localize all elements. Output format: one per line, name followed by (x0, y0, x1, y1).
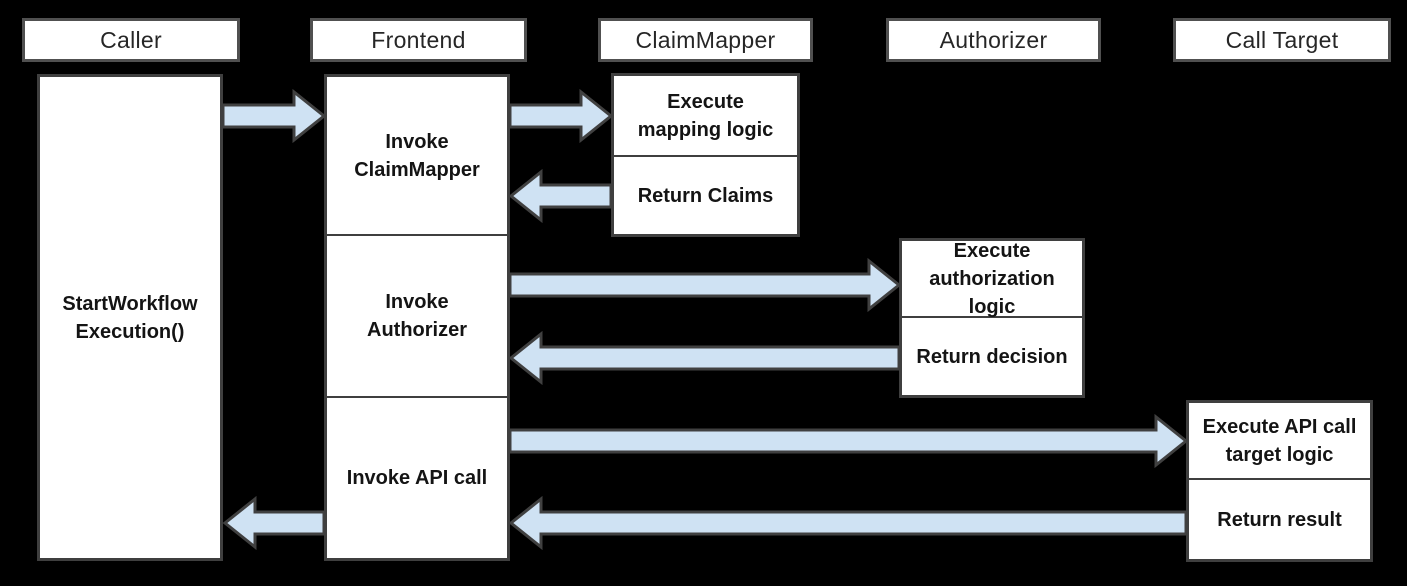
caller-activation-box: StartWorkflow Execution() (37, 74, 223, 561)
arrow-claimmapper-return-to-frontend (508, 168, 613, 224)
caller-step-label: StartWorkflow Execution() (62, 292, 198, 343)
arrow-frontend-to-authorizer (508, 257, 902, 313)
claimmapper-return-label: Return Claims (637, 184, 774, 207)
frontend-activation-box: Invoke ClaimMapper Invoke Authorizer Inv… (324, 74, 510, 561)
frontend-step-invoke-api-call: Invoke API call (346, 467, 488, 489)
column-header-authorizer: Authorizer (886, 18, 1101, 62)
arrow-caller-to-frontend (221, 88, 327, 144)
column-header-calltarget: Call Target (1173, 18, 1391, 62)
calltarget-activation-box: Execute API call target logic Return res… (1186, 400, 1373, 562)
arrow-calltarget-return-to-frontend (508, 495, 1188, 551)
frontend-step-invoke-claimmapper: Invoke ClaimMapper (327, 77, 507, 236)
column-header-caller: Caller (22, 18, 240, 62)
authorizer-activation-box: Execute authorization logic Return decis… (899, 238, 1085, 398)
claimmapper-execute-label: Execute mapping logic (614, 76, 797, 157)
calltarget-return-label: Return result (1217, 508, 1342, 531)
authorizer-execute-label: Execute authorization logic (902, 240, 1082, 318)
column-header-claimmapper: ClaimMapper (598, 18, 813, 62)
arrow-frontend-to-claimmapper (508, 88, 614, 144)
arrow-frontend-return-to-caller (222, 495, 326, 551)
frontend-step-invoke-authorizer: Invoke Authorizer (327, 236, 507, 398)
authorizer-return-label: Return decision (916, 345, 1068, 368)
claimmapper-activation-box: Execute mapping logic Return Claims (611, 73, 800, 237)
column-header-frontend: Frontend (310, 18, 527, 62)
calltarget-execute-label: Execute API call target logic (1189, 403, 1370, 480)
arrow-frontend-to-calltarget (508, 413, 1189, 469)
arrow-authorizer-return-to-frontend (508, 330, 901, 386)
